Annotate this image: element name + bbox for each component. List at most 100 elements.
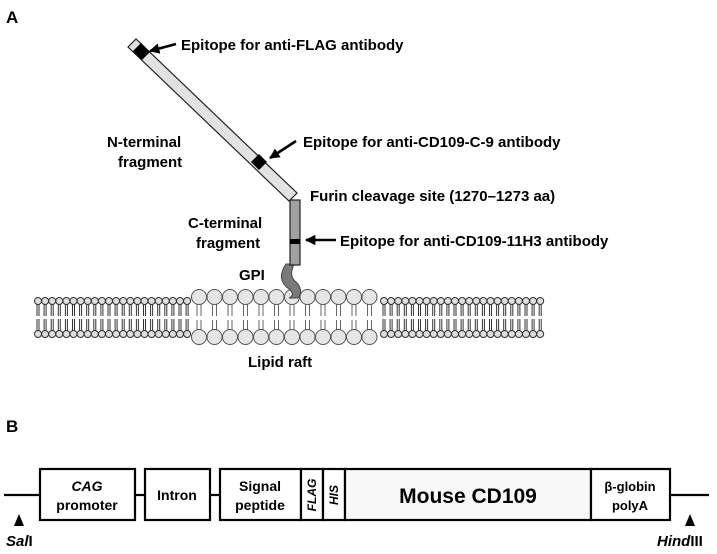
lipid-head — [529, 297, 538, 305]
lipid-head — [380, 297, 388, 305]
lipid-head — [183, 297, 192, 305]
epitope-11h3-label: Epitope for anti-CD109-11H3 antibody — [340, 233, 609, 250]
mouse-cd109-label: Mouse CD109 — [399, 485, 537, 508]
lipid-head — [133, 297, 142, 305]
lipid-head — [507, 330, 516, 338]
n-terminal-label-1: N-terminal — [107, 134, 181, 151]
raft-lipid-head — [330, 289, 347, 305]
epitope-flag-label: Epitope for anti-FLAG antibody — [181, 37, 404, 54]
lipid-head — [415, 297, 424, 305]
sal-italic: Sal — [6, 533, 29, 550]
lipid-head — [105, 297, 113, 305]
lipid-head — [472, 330, 481, 338]
lipid-head — [112, 330, 121, 338]
lipid-head — [486, 330, 495, 338]
lipid-head — [522, 330, 530, 338]
raft-lipid-head — [222, 289, 238, 305]
lipid-head — [458, 297, 467, 305]
lipid-head — [387, 297, 396, 305]
lipid-head — [401, 330, 410, 338]
lipid-head — [486, 297, 495, 305]
lipid-head — [443, 297, 452, 305]
lipid-bilayer — [34, 289, 545, 345]
gpi-anchor — [281, 263, 302, 299]
sal-site-label: SalI — [6, 533, 33, 550]
raft-lipid-head — [299, 289, 316, 305]
lipid-head — [168, 297, 177, 305]
raft-lipid-head — [361, 289, 378, 305]
intron-label: Intron — [157, 487, 197, 503]
lipid-head — [62, 297, 71, 305]
raft-lipid-head — [361, 329, 378, 345]
lipid-head — [422, 297, 431, 305]
raft-lipid-head — [284, 329, 300, 345]
lipid-head — [465, 297, 474, 305]
lipid-head — [507, 297, 516, 305]
lipid-head — [380, 330, 388, 338]
lipid-head — [176, 297, 184, 305]
raft-lipid-head — [346, 289, 362, 305]
his-label: HIS — [327, 485, 341, 505]
raft-lipid-head — [299, 329, 316, 345]
lipid-head — [161, 297, 170, 305]
raft-lipid-head — [346, 329, 362, 345]
mouse-cd109-box — [343, 467, 593, 522]
promoter-label: promoter — [56, 497, 118, 513]
hind-site-label: HindIII — [657, 533, 703, 550]
lipid-head — [183, 330, 192, 338]
lipid-head — [514, 297, 523, 305]
lipid-head — [168, 330, 177, 338]
lipid-head — [76, 330, 85, 338]
lipid-head — [119, 297, 128, 305]
lipid-head — [34, 330, 42, 338]
raft-lipid-head — [253, 329, 269, 345]
lipid-head — [90, 297, 99, 305]
n-terminal-label-2: fragment — [118, 154, 182, 171]
lipid-head — [97, 330, 106, 338]
lipid-head — [493, 297, 502, 305]
lipid-head — [154, 297, 163, 305]
lipid-head — [422, 330, 431, 338]
signal-label-1: Signal — [239, 478, 281, 494]
lipid-raft-label: Lipid raft — [248, 354, 312, 371]
lipid-head — [429, 330, 438, 338]
c-terminal-fragment — [289, 199, 301, 266]
lipid-head — [472, 297, 481, 305]
lipid-head — [41, 330, 50, 338]
lipid-head — [133, 330, 142, 338]
lipid-head — [408, 297, 417, 305]
globin-label-2: polyA — [612, 498, 649, 513]
lipid-head — [408, 330, 417, 338]
panel-a-label: A — [6, 8, 18, 27]
lipid-head — [176, 330, 184, 338]
hind-site-marker — [685, 514, 695, 526]
globin-polya-box — [589, 467, 672, 522]
raft-lipid-head — [315, 289, 331, 305]
lipid-head — [83, 330, 92, 338]
lipid-head — [41, 297, 50, 305]
arrow-flag — [148, 42, 177, 54]
lipid-head — [415, 330, 424, 338]
raft-lipid-head — [237, 329, 254, 345]
lipid-head — [90, 330, 99, 338]
lipid-head — [97, 297, 106, 305]
lipid-head — [147, 297, 156, 305]
lipid-head — [436, 330, 445, 338]
lipid-head — [429, 297, 438, 305]
flag-label: FLAG — [305, 479, 319, 512]
epitope-c9-label: Epitope for anti-CD109-C-9 antibody — [303, 134, 561, 151]
lipid-head — [479, 297, 488, 305]
raft-lipid-head — [330, 329, 347, 345]
lipid-head — [514, 330, 523, 338]
lipid-head — [451, 297, 459, 305]
intron-box — [143, 467, 212, 522]
furin-site-label: Furin cleavage site (1270–1273 aa) — [310, 188, 555, 205]
hind-rest: III — [690, 533, 703, 550]
hind-italic: Hind — [657, 533, 691, 550]
raft-lipid-head — [253, 289, 269, 305]
signal-label-2: peptide — [235, 497, 285, 513]
lipid-head — [55, 330, 64, 338]
lipid-head — [69, 330, 78, 338]
panel-b-label: B — [6, 417, 18, 436]
